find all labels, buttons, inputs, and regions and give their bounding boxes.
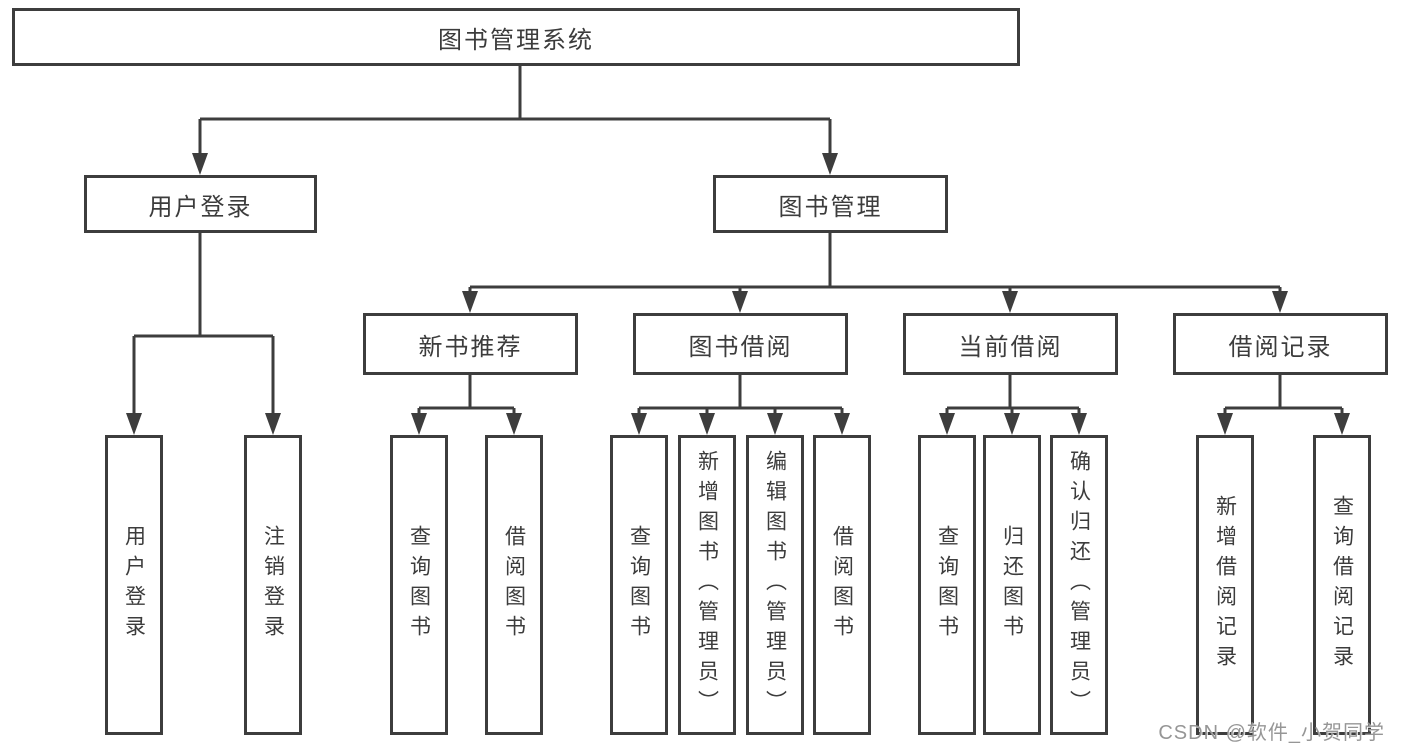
arrowhead [192,153,838,175]
node-book-mgmt-label: 图书管理 [778,193,883,221]
node-leaf-bb-query-book-label: 查询图书 [627,525,651,645]
arrowhead [411,413,522,435]
node-leaf-bb-add-book: 新增图书（管理员） [678,435,736,735]
edge-user-login-split [132,233,275,415]
node-leaf-cb-return-book-label: 归还图书 [1000,525,1024,645]
node-leaf-br-query-record-label: 查询借阅记录 [1330,495,1354,675]
watermark: CSDN @软件_小贺同学 [1158,722,1385,744]
node-borrow-records: 借阅记录 [1173,313,1388,375]
node-root-label: 图书管理系统 [438,26,594,54]
node-leaf-br-add-record: 新增借阅记录 [1196,435,1254,735]
node-user-login-label: 用户登录 [148,193,253,221]
arrowhead [1217,413,1350,435]
edge-borrow-records-split [1223,375,1344,415]
node-leaf-user-login-label: 用户登录 [122,525,146,645]
node-leaf-cb-query-book: 查询图书 [918,435,976,735]
edge-root-split [198,66,832,155]
node-leaf-cb-confirm-return: 确认归还（管理员） [1050,435,1108,735]
node-leaf-rec-borrow-book: 借阅图书 [485,435,543,735]
node-leaf-br-query-record: 查询借阅记录 [1313,435,1371,735]
node-current-borrow: 当前借阅 [903,313,1118,375]
node-leaf-br-add-record-label: 新增借阅记录 [1213,495,1237,675]
arrowhead [939,413,1087,435]
node-leaf-logout: 注销登录 [244,435,302,735]
node-leaf-bb-edit-book-label: 编辑图书（管理员） [763,450,787,720]
arrowhead [631,413,850,435]
node-leaf-cb-confirm-return-label: 确认归还（管理员） [1067,450,1091,720]
node-leaf-user-login: 用户登录 [105,435,163,735]
node-user-login: 用户登录 [84,175,317,233]
node-book-borrow-label: 图书借阅 [688,333,793,361]
node-leaf-rec-query-book-label: 查询图书 [407,525,431,645]
node-root: 图书管理系统 [12,8,1020,66]
node-leaf-cb-return-book: 归还图书 [983,435,1041,735]
edge-book-borrow-split [637,375,844,415]
node-new-book-rec-label: 新书推荐 [418,333,523,361]
arrowhead [126,413,281,435]
node-borrow-records-label: 借阅记录 [1228,333,1333,361]
node-current-borrow-label: 当前借阅 [958,333,1063,361]
node-leaf-cb-query-book-label: 查询图书 [935,525,959,645]
node-new-book-rec: 新书推荐 [363,313,578,375]
node-leaf-bb-add-book-label: 新增图书（管理员） [695,450,719,720]
node-leaf-rec-query-book: 查询图书 [390,435,448,735]
node-leaf-bb-borrow-book-label: 借阅图书 [830,525,854,645]
edge-new-book-rec-split [417,375,516,415]
arrowhead [462,291,1288,313]
node-leaf-rec-borrow-book-label: 借阅图书 [502,525,526,645]
node-book-mgmt: 图书管理 [713,175,948,233]
edge-book-mgmt-split [468,233,1282,293]
node-leaf-logout-label: 注销登录 [261,525,285,645]
node-leaf-bb-edit-book: 编辑图书（管理员） [746,435,804,735]
node-leaf-bb-query-book: 查询图书 [610,435,668,735]
node-leaf-bb-borrow-book: 借阅图书 [813,435,871,735]
edge-current-borrow-split [945,375,1081,415]
node-book-borrow: 图书借阅 [633,313,848,375]
